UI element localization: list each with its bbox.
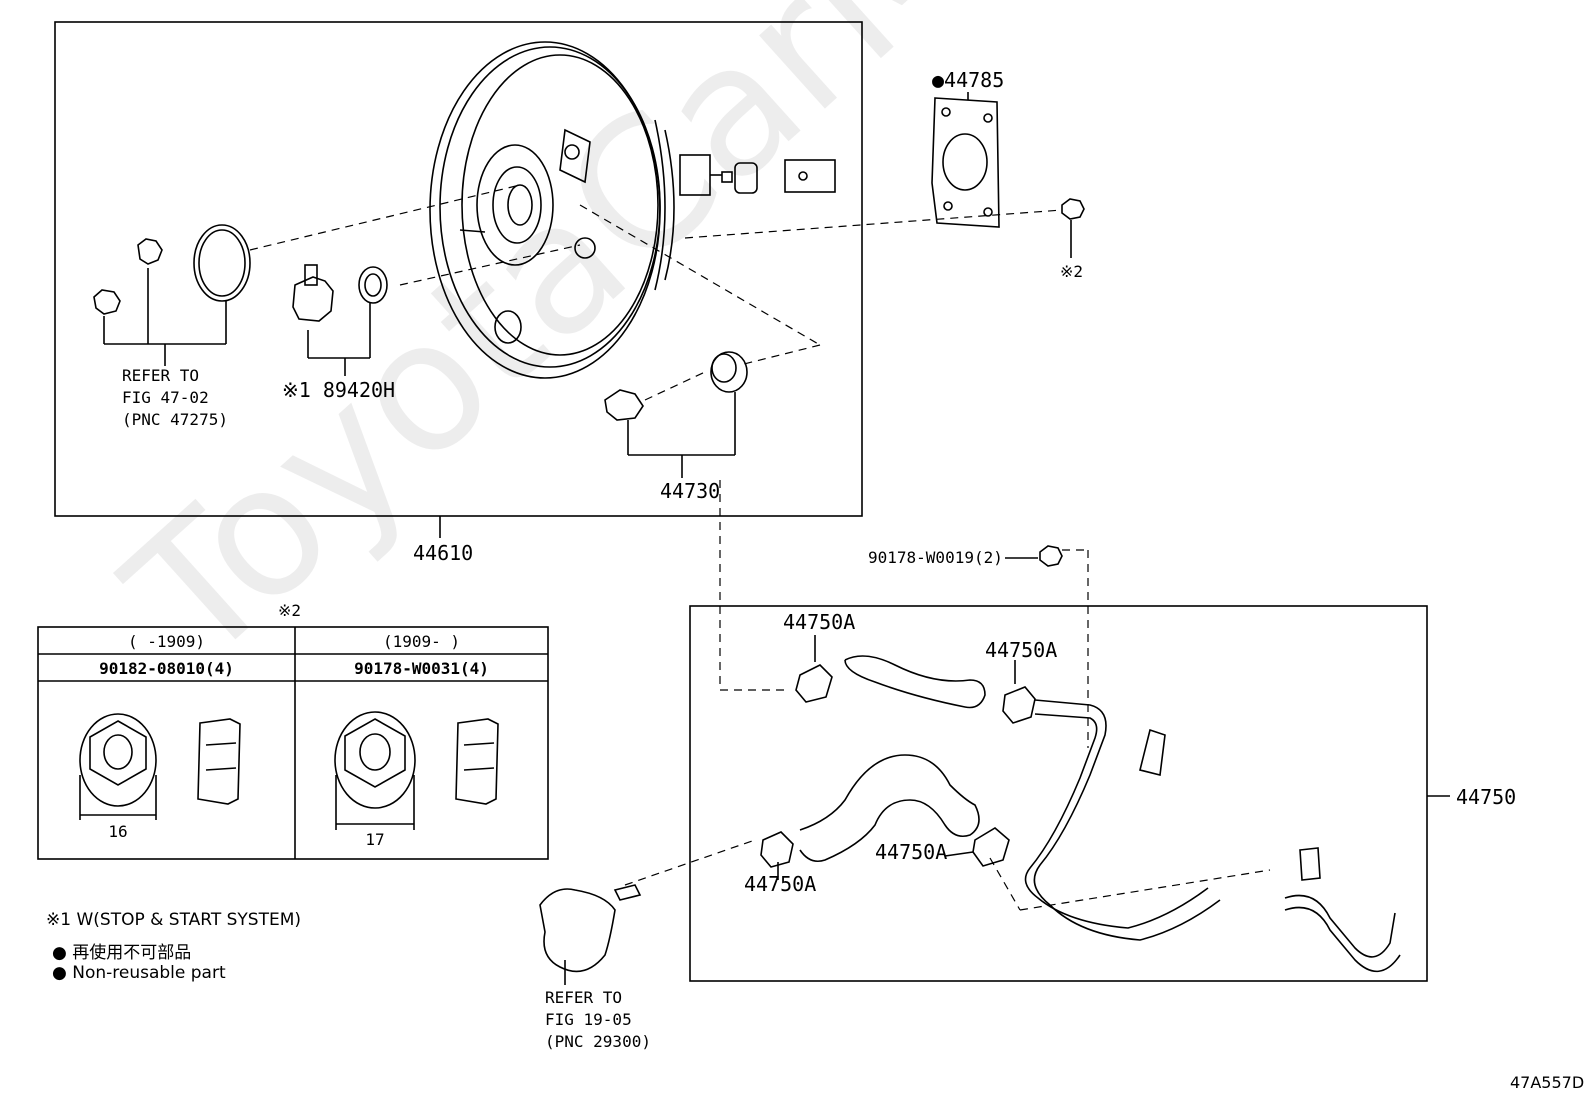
nut-table [37,626,549,860]
callout-44730: 44730 [660,479,721,503]
callout-note2-right: ※2 [1060,262,1084,281]
callout-44750a-2: 44750A [985,638,1058,662]
refer-fig-19-line3: (PNC 29300) [545,1032,651,1051]
refer-fig-19-line2: FIG 19-05 [545,1010,632,1029]
nut-col2-part: 90178-W0031(4) [354,659,489,678]
nut-col1-dimension: 16 [108,822,128,841]
diagram-id: 47A557D [1510,1073,1585,1092]
callout-89420h: ※1 89420H [282,378,396,402]
callout-44750a-4: 44750A [875,840,948,864]
callout-90178-w0019: 90178-W0019(2) [868,548,1003,567]
check-valve-parts [604,351,748,478]
callout-44750a-1: 44750A [783,610,856,634]
legend-note1: ※1 W(STOP & START SYSTEM) [46,910,302,930]
refer-fig-47-line2: FIG 47-02 [122,388,209,407]
callout-44750: 44750 [1456,785,1517,809]
vacuum-pump [539,884,642,985]
nut-table-marker: ※2 [278,601,302,620]
nut-col2-dimension: 17 [365,830,385,849]
callout-44610: 44610 [413,541,474,565]
callout-44750a-3: 44750A [744,872,817,896]
nut-col1-part: 90182-08010(4) [99,659,234,678]
nut-col2-period: (1909- ) [382,632,461,651]
vacuum-hoses [799,655,1401,973]
legend-jp: ● 再使用不可部品 [52,943,192,963]
gasket-44785 [931,92,1085,258]
hose-clamps [760,635,1036,880]
refer-fig-47-line1: REFER TO [122,366,200,385]
booster-components-left [93,224,388,376]
refer-fig-47-line3: (PNC 47275) [122,410,228,429]
refer-fig-19-line1: REFER TO [545,988,623,1007]
brake-booster [429,41,836,379]
legend-en: ● Non-reusable part [52,963,226,983]
callout-44785: ●44785 [932,68,1005,92]
nut-col1-period: ( -1909) [127,632,206,651]
hose-assembly-frame [689,605,1428,982]
booster-frame [54,21,863,517]
